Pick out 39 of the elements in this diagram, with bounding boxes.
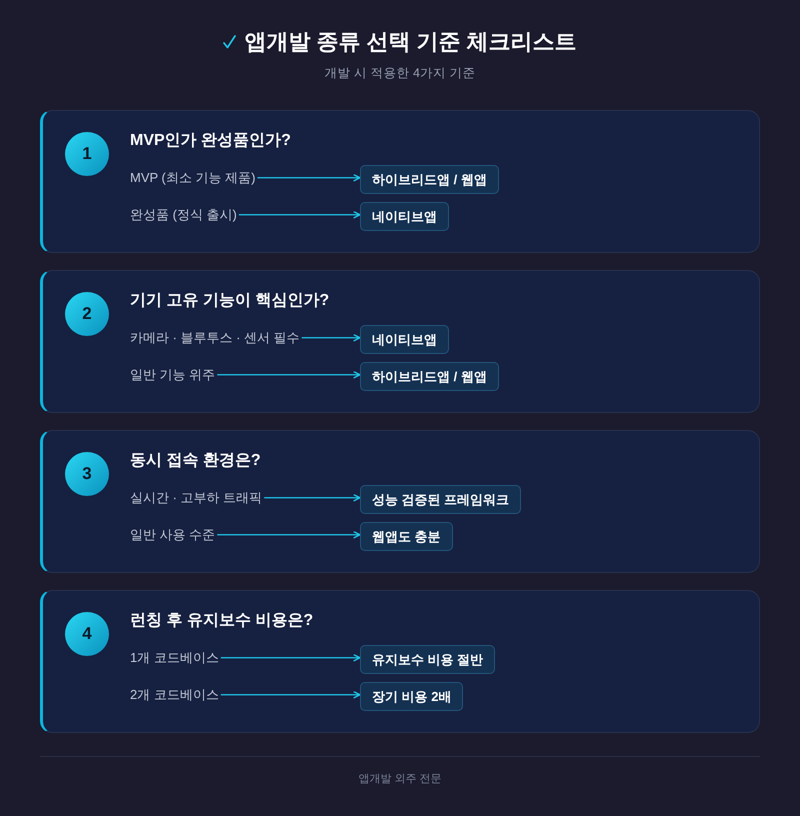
arrow bbox=[302, 334, 361, 342]
arrow bbox=[217, 371, 361, 378]
step-number: 4 bbox=[65, 612, 109, 656]
result-tag: 유지보수 비용 절반 bbox=[360, 645, 496, 674]
condition-text: 카메라 · 블루투스 · 센서 필수 bbox=[130, 328, 300, 348]
condition-text: 1개 코드베이스 bbox=[130, 648, 219, 668]
result-tag: 하이브리드앱 / 웹앱 bbox=[360, 362, 499, 391]
arrow bbox=[238, 211, 361, 218]
step-number: 3 bbox=[65, 452, 109, 496]
question-heading: 런칭 후 유지보수 비용은? bbox=[130, 611, 314, 631]
condition-text: 일반 기능 위주 bbox=[130, 365, 216, 385]
question-heading: 동시 접속 환경은? bbox=[130, 451, 261, 471]
arrow bbox=[220, 654, 361, 662]
condition-text: MVP (최소 기능 제품) bbox=[130, 168, 256, 188]
result-tag: 하이브리드앱 / 웹앱 bbox=[360, 165, 499, 194]
question-card bbox=[40, 590, 760, 733]
question-card bbox=[40, 430, 760, 573]
question-heading: MVP인가 완성품인가? bbox=[130, 131, 291, 151]
result-tag: 웹앱도 충분 bbox=[360, 522, 453, 551]
question-card bbox=[40, 110, 760, 253]
subtitle: 개발 시 적용한 4가지 기준 bbox=[324, 65, 476, 82]
condition-text: 완성품 (정식 출시) bbox=[130, 205, 237, 225]
step-number: 1 bbox=[65, 132, 109, 176]
condition-text: 일반 사용 수준 bbox=[130, 525, 216, 545]
footer-text: 앱개발 외주 전문 bbox=[358, 772, 442, 787]
step-number: 2 bbox=[65, 292, 109, 336]
title: 앱개발 종류 선택 기준 체크리스트 bbox=[244, 28, 577, 56]
result-tag: 성능 검증된 프레임워크 bbox=[360, 485, 522, 514]
condition-text: 2개 코드베이스 bbox=[130, 685, 219, 705]
result-tag: 네이티브앱 bbox=[360, 325, 449, 354]
arrow bbox=[257, 174, 361, 182]
arrow bbox=[217, 531, 361, 538]
question-card bbox=[40, 270, 760, 413]
condition-text: 실시간 · 고부하 트래픽 bbox=[130, 488, 262, 508]
result-tag: 장기 비용 2배 bbox=[360, 682, 464, 711]
question-heading: 기기 고유 기능이 핵심인가? bbox=[130, 291, 330, 311]
arrow bbox=[264, 494, 361, 502]
arrow bbox=[220, 691, 361, 698]
result-tag: 네이티브앱 bbox=[360, 202, 449, 231]
